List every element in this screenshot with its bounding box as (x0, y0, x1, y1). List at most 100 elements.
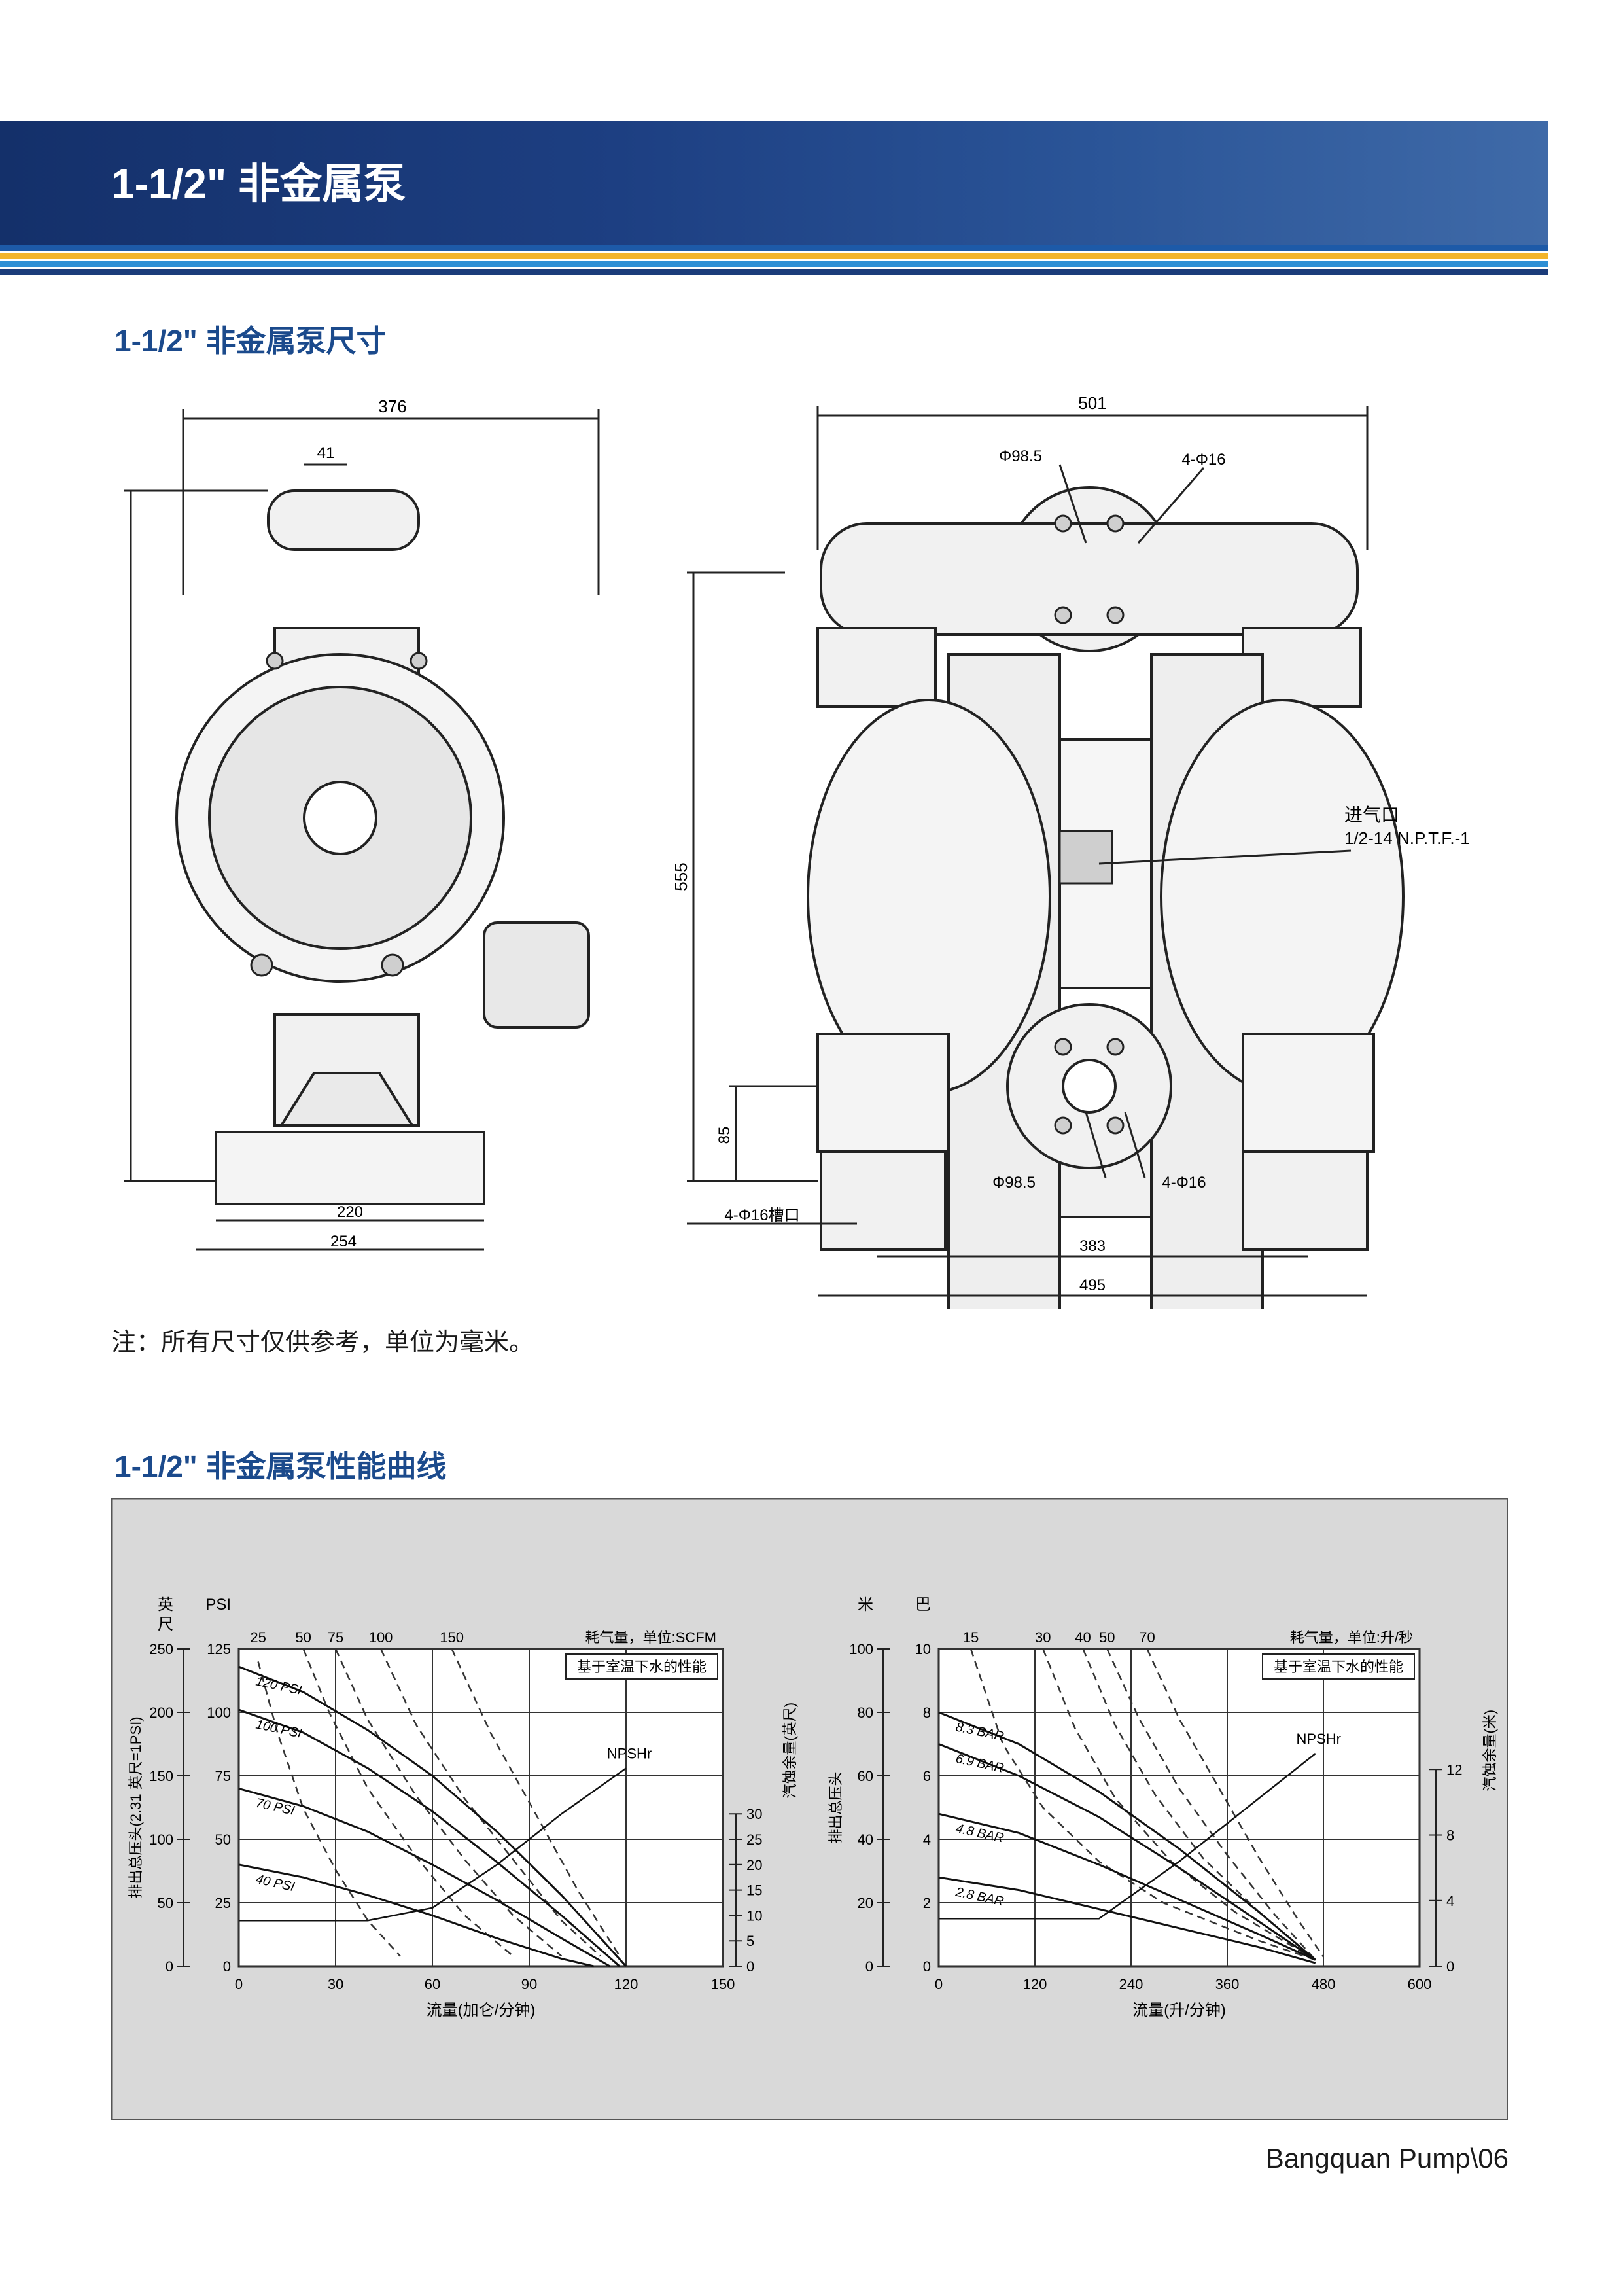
air-inlet-label: 进气口 (1344, 805, 1399, 825)
air-inlet-spec: 1/2-14 N.P.T.F.-1 (1344, 828, 1470, 848)
pressure-series-line (938, 1711, 1316, 1961)
outer-axis-tick-label: 150 (149, 1768, 173, 1784)
right-axis-tick-label: 10 (746, 1907, 762, 1924)
front-flange-bottom-label: Φ98.5 (992, 1174, 1036, 1192)
y-left-axis-label: 排出总压头(2.31 英尺=1PSI) (128, 1716, 144, 1898)
outer-axis-tick-label: 60 (858, 1768, 873, 1784)
outer-axis-unit-top: 英 (158, 1596, 173, 1614)
y-right-axis-label: 汽蚀余量(米) (1482, 1710, 1498, 1792)
right-axis-tick-label: 30 (746, 1806, 762, 1822)
y-tick-label: 0 (223, 1958, 231, 1975)
air-consumption-curve (1146, 1648, 1325, 1958)
x-tick-label: 90 (521, 1976, 537, 1992)
pressure-series-line (238, 1665, 627, 1968)
right-axis-tick-label: 25 (746, 1831, 762, 1848)
side-height-label: 633 (118, 817, 120, 845)
air-consumption-label: 耗气量，单位:SCFM (585, 1629, 716, 1646)
y-left-unit-label: PSI (205, 1596, 231, 1614)
pressure-series-line (938, 1876, 1316, 1964)
top-tick-label: 150 (440, 1629, 464, 1646)
air-consumption-curve (1106, 1648, 1316, 1961)
basis-label-box (565, 1653, 718, 1680)
air-consumption-curve (302, 1648, 514, 1957)
header-stripes (0, 245, 1548, 278)
side-base-outer-label: 254 (330, 1233, 357, 1250)
top-tick-label: 75 (328, 1629, 343, 1646)
top-tick-label: 15 (963, 1629, 979, 1646)
right-axis-tick-label: 15 (746, 1882, 762, 1899)
front-view-drawing: 501 Φ98.5 4-Φ16 555 进气口 1/2-14 N.P.T.F.-… (671, 393, 1470, 1309)
top-tick-label: 25 (250, 1629, 266, 1646)
x-tick-label: 0 (935, 1976, 943, 1992)
y-tick-label: 50 (215, 1831, 231, 1848)
top-tick-label: 100 (369, 1629, 393, 1646)
outer-axis-unit-bottom: 尺 (158, 1616, 173, 1633)
outer-axis-tick-label: 100 (149, 1831, 173, 1848)
y-tick-label: 125 (207, 1641, 231, 1657)
outer-axis-unit-top: 米 (858, 1596, 873, 1614)
right-axis-tick-label: 8 (1446, 1828, 1454, 1844)
front-width-label: 501 (1078, 393, 1106, 413)
air-consumption-label: 耗气量，单位:升/秒 (1290, 1629, 1413, 1646)
front-slot-label: 4-Φ16槽口 (724, 1207, 799, 1224)
y-tick-label: 10 (915, 1641, 931, 1657)
outer-axis-tick-label: 250 (149, 1641, 173, 1657)
front-flange-top-label: Φ98.5 (999, 448, 1042, 465)
pressure-series-line (238, 1863, 595, 1968)
side-view-drawing: 376 41 633 220 254 (118, 399, 600, 1251)
dimensions-note: 注：所有尺寸仅供参考，单位为毫米。 (111, 1329, 534, 1356)
x-tick-label: 120 (614, 1976, 638, 1992)
right-axis-tick-label: 5 (746, 1933, 754, 1949)
x-axis-label: 流量(升/分钟) (1132, 2002, 1226, 2019)
top-tick-label: 70 (1139, 1629, 1155, 1646)
x-tick-label: 480 (1312, 1976, 1336, 1992)
x-tick-label: 30 (328, 1976, 343, 1992)
y-tick-label: 25 (215, 1895, 231, 1911)
right-axis-tick-label: 12 (1446, 1761, 1462, 1778)
right-axis-tick-label: 0 (746, 1958, 754, 1975)
air-consumption-curve (1042, 1648, 1316, 1961)
side-inlet-label: 41 (317, 444, 335, 462)
y-tick-label: 4 (923, 1831, 931, 1848)
x-tick-label: 0 (235, 1976, 243, 1992)
pressure-series-line (938, 1812, 1316, 1961)
x-tick-label: 60 (425, 1976, 440, 1992)
x-tick-label: 600 (1408, 1976, 1432, 1992)
front-outlet-height-label: 85 (716, 1127, 733, 1144)
header-banner: 1-1/2" 非金属泵 (0, 121, 1548, 245)
basis-label: 基于室温下水的性能 (577, 1659, 707, 1675)
right-axis-tick-label: 4 (1446, 1893, 1454, 1909)
side-base-inner-label: 220 (337, 1203, 363, 1221)
outer-axis-tick-label: 50 (158, 1895, 173, 1911)
top-tick-label: 40 (1075, 1629, 1091, 1646)
x-tick-label: 240 (1119, 1976, 1143, 1992)
y-tick-label: 8 (923, 1704, 931, 1721)
footer: Bangquan Pump\06 (1266, 2143, 1509, 2174)
right-axis-tick-label: 0 (1446, 1958, 1454, 1975)
x-axis-label: 流量(加仑/分钟) (427, 2002, 536, 2019)
top-tick-label: 50 (295, 1629, 311, 1646)
air-consumption-curve (379, 1648, 601, 1957)
outer-axis-tick-label: 40 (858, 1831, 873, 1848)
pressure-series-line (238, 1708, 621, 1968)
air-consumption-curve (451, 1648, 621, 1957)
y-left-unit-label: 巴 (915, 1596, 931, 1614)
basis-label: 基于室温下水的性能 (1274, 1659, 1403, 1675)
air-consumption-curve (334, 1648, 563, 1957)
outer-axis-tick-label: 100 (849, 1641, 873, 1657)
front-height-label: 555 (671, 862, 691, 891)
npsh-curve (239, 1767, 627, 1922)
performance-section-title: 1-1/2" 非金属泵性能曲线 (114, 1449, 447, 1483)
y-tick-label: 6 (923, 1768, 931, 1784)
dimensions-section-title: 1-1/2" 非金属泵尺寸 (114, 324, 387, 358)
npsh-label: NPSHr (607, 1745, 652, 1761)
y-tick-label: 75 (215, 1768, 231, 1784)
outer-axis-tick-label: 0 (166, 1958, 173, 1975)
footer-page-number: \06 (1470, 2143, 1509, 2174)
pressure-series-line (238, 1787, 611, 1968)
y-tick-label: 100 (207, 1704, 231, 1721)
top-tick-label: 30 (1035, 1629, 1051, 1646)
